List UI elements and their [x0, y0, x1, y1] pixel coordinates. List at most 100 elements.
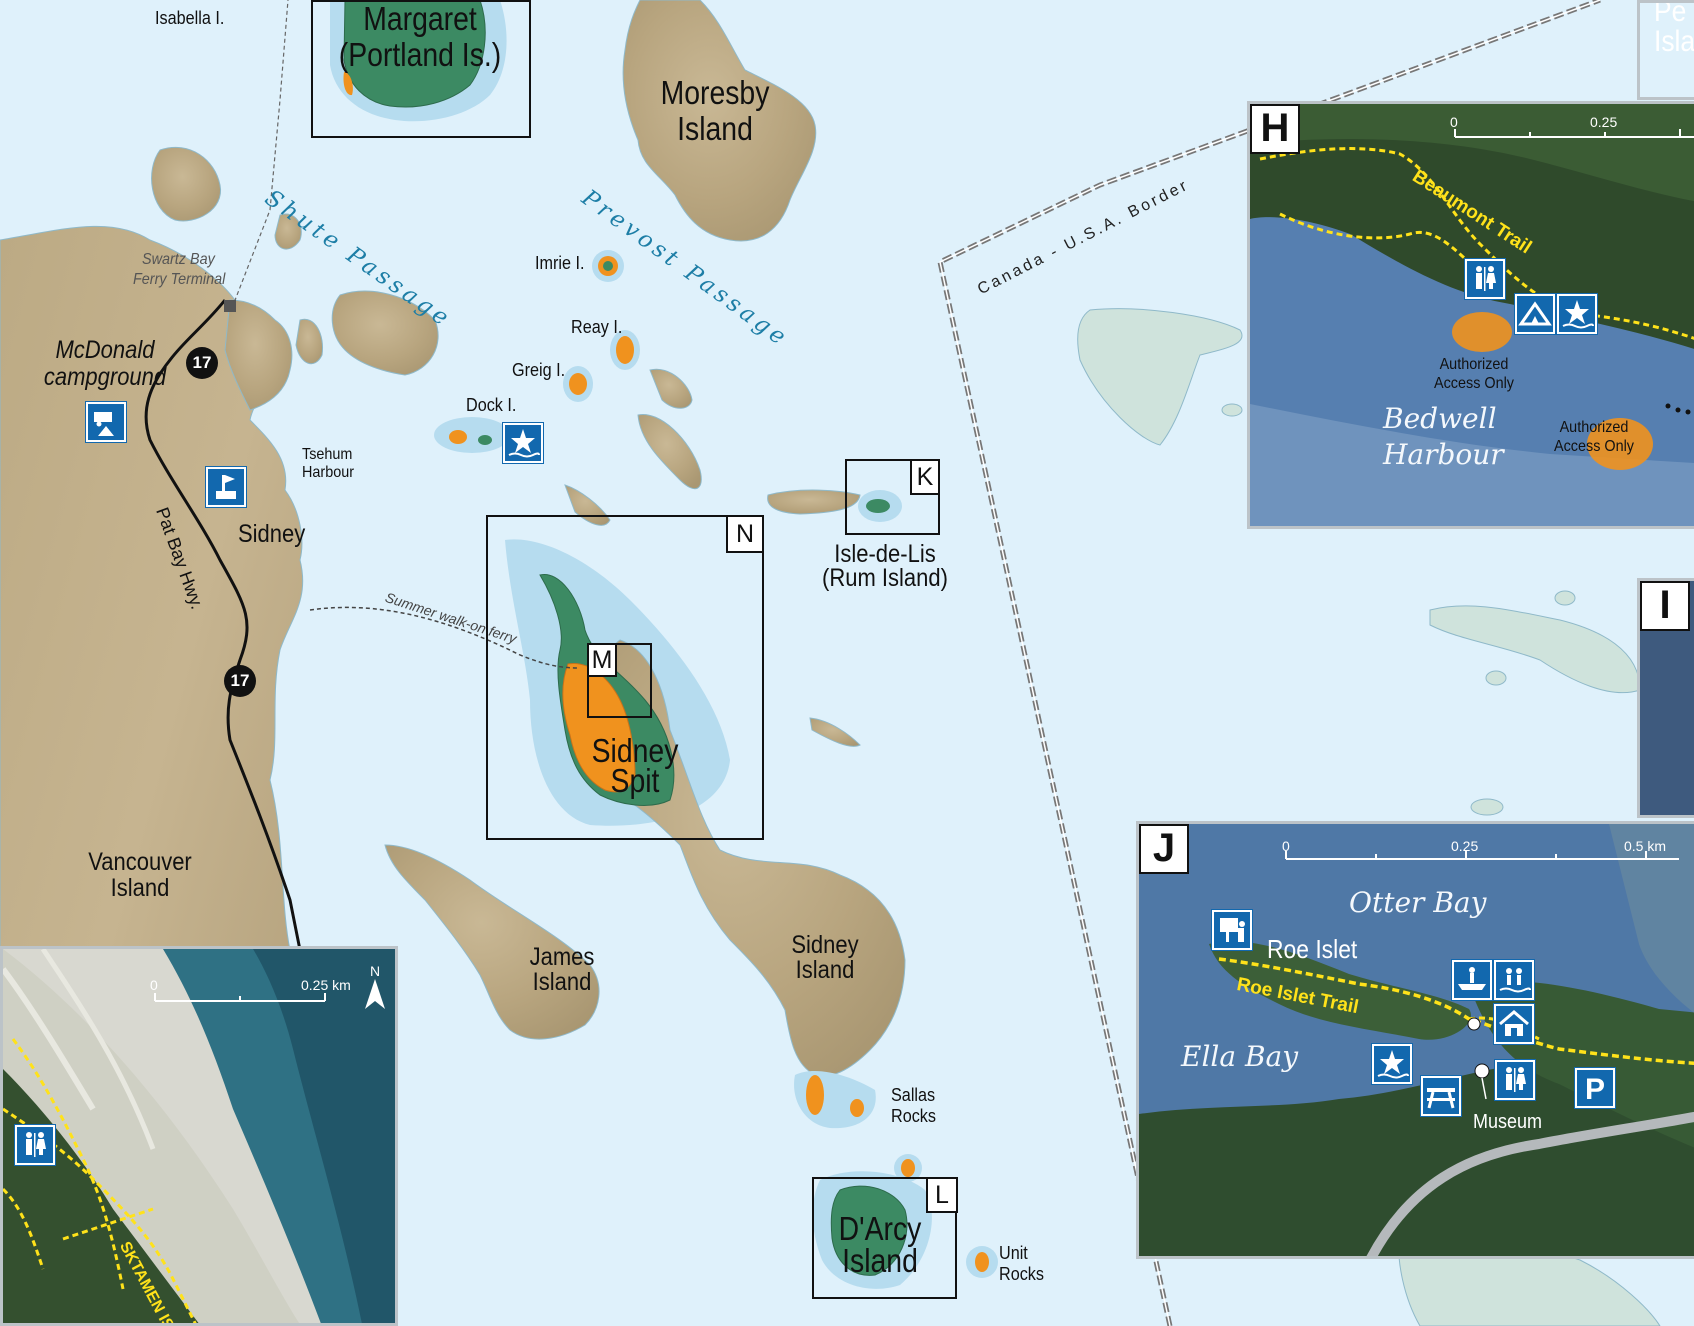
inset-j-image	[1139, 824, 1694, 1256]
interpretive-icon[interactable]	[1212, 910, 1252, 950]
washroom-icon[interactable]	[1465, 259, 1505, 299]
sidney-spit-reserve	[562, 663, 636, 793]
map-frame-m	[587, 643, 652, 718]
label-sidney-island-2: Island	[795, 956, 855, 984]
marina-icon[interactable]	[206, 467, 246, 507]
inset-top-right-label-2: Isla	[1654, 25, 1694, 58]
map-frame-margaret	[311, 0, 531, 138]
darcy-n-reserve	[901, 1159, 915, 1177]
moresby-island-land	[622, 0, 817, 242]
washroom-icon-j[interactable]	[1495, 1060, 1535, 1100]
islet	[295, 318, 324, 365]
label-darcy-1: D'Arcy	[838, 1210, 922, 1247]
label-mcdonald-1: McDonald	[55, 336, 155, 364]
label-darcy-2: Island	[842, 1242, 918, 1279]
label-isabella: Isabella I.	[155, 8, 225, 28]
inset-top-right: Pe Isla	[1637, 0, 1694, 100]
dock-reserve	[478, 435, 492, 445]
label-vancouver-1: Vancouver	[88, 848, 192, 876]
pale-islet	[1470, 798, 1504, 816]
islet	[809, 717, 861, 747]
unit-reserve	[975, 1252, 989, 1272]
label-unit-2: Rocks	[999, 1264, 1045, 1284]
pale-islet	[1221, 403, 1243, 417]
label-margaret-2: (Portland Is.)	[338, 36, 502, 73]
boat-access-star-icon-j[interactable]	[1372, 1044, 1412, 1084]
map-frame-k	[845, 459, 940, 535]
walk-on-ferry-route	[309, 606, 581, 669]
inset-h: H 0 0.25 Beaumont Trail Authorized Acces…	[1247, 101, 1694, 529]
ferry-terminal-marker	[224, 300, 236, 312]
greig-reserve	[569, 373, 587, 395]
inset-i: I	[1637, 578, 1694, 818]
highway-17-line	[144, 299, 302, 951]
inset-j-scale-1: 0.25	[1451, 838, 1479, 854]
svg-text:P: P	[1585, 1073, 1605, 1106]
reay-reserve	[616, 336, 634, 364]
inset-j: J 0 0.25 0.5 km Otter Bay Ella Bay Roe I…	[1136, 821, 1694, 1259]
label-moresby-1: Moresby	[660, 74, 770, 111]
pale-islet	[1485, 670, 1507, 686]
label-isle-de-lis-1: Isle-de-Lis	[834, 540, 936, 568]
inset-h-scale-1: 0.25	[1590, 114, 1618, 130]
label-unit-1: Unit	[999, 1243, 1028, 1263]
label-sidney-spit-1: Sidney	[591, 732, 679, 769]
boat-access-star-icon-h[interactable]	[1557, 294, 1597, 334]
camping-icon[interactable]	[1515, 294, 1555, 334]
label-vancouver-2: Island	[110, 874, 170, 902]
swimming-icon[interactable]	[1494, 960, 1534, 1000]
label-margaret-1: Margaret	[363, 0, 477, 37]
inset-sw-scale-0: 0	[150, 977, 158, 993]
boat-access-star-icon[interactable]	[503, 423, 543, 463]
label-sidney-town: Sidney	[238, 520, 306, 548]
inset-h-letter: H	[1250, 104, 1300, 154]
label-sallas-1: Sallas	[891, 1085, 936, 1105]
label-sallas-2: Rocks	[891, 1106, 937, 1126]
shelter-icon[interactable]	[1494, 1004, 1534, 1044]
sallas-reserve	[850, 1099, 864, 1117]
islet	[331, 290, 439, 376]
highway-shield-17-north: 17	[186, 347, 218, 379]
map-frame-label-l: L	[926, 1177, 958, 1213]
inset-h-authorized-b2: Access Only	[1553, 438, 1635, 455]
islet	[649, 368, 693, 409]
inset-j-otter-bay: Otter Bay	[1349, 886, 1487, 919]
dock-shallow	[434, 417, 510, 453]
map-frame-label-n: N	[726, 515, 764, 553]
pale-islet	[1554, 590, 1576, 606]
inset-j-scale-0: 0	[1282, 838, 1290, 854]
rv-campground-icon[interactable]	[86, 402, 126, 442]
canoe-launch-icon[interactable]	[1452, 960, 1492, 1000]
inset-h-scale-0: 0	[1450, 114, 1458, 130]
inset-h-authorized-b1: Authorized	[1559, 419, 1629, 436]
inset-sw-north: N	[370, 963, 381, 979]
label-james-1: James	[529, 943, 595, 971]
inset-j-letter: J	[1139, 824, 1189, 874]
label-sidney-island-1: Sidney	[791, 931, 859, 959]
islet	[767, 489, 861, 515]
map-frame-label-k: K	[910, 459, 940, 495]
dock-reserve	[449, 430, 467, 444]
label-reay: Reay I.	[571, 317, 623, 337]
inset-j-scale-2: 0.5 km	[1624, 838, 1667, 854]
islet	[151, 146, 221, 222]
label-dock: Dock I.	[466, 395, 517, 415]
inset-h-water-1: Bedwell	[1383, 402, 1497, 435]
imrie-park	[603, 261, 613, 271]
inset-top-right-label-1: Pe	[1654, 0, 1687, 28]
inset-h-authorized-2: Access Only	[1433, 375, 1515, 392]
label-swartz-1: Swartz Bay	[142, 251, 215, 268]
portland-island-park	[343, 0, 486, 108]
picnic-icon[interactable]	[1421, 1076, 1461, 1116]
parking-icon[interactable]: P	[1575, 1068, 1615, 1108]
label-mcdonald-2: campground	[43, 363, 167, 391]
canada-usa-border-inner	[939, 0, 1601, 1326]
map-frame-l	[812, 1177, 957, 1299]
ferry-route	[231, 0, 289, 309]
darcy-island-park	[830, 1185, 908, 1276]
inset-sw: 0 0.25 km N SKTAMEN ISK	[0, 946, 398, 1326]
washroom-icon-sw[interactable]	[15, 1125, 55, 1165]
label-greig: Greig I.	[512, 360, 566, 380]
highway-shield-17-south: 17	[224, 665, 256, 697]
